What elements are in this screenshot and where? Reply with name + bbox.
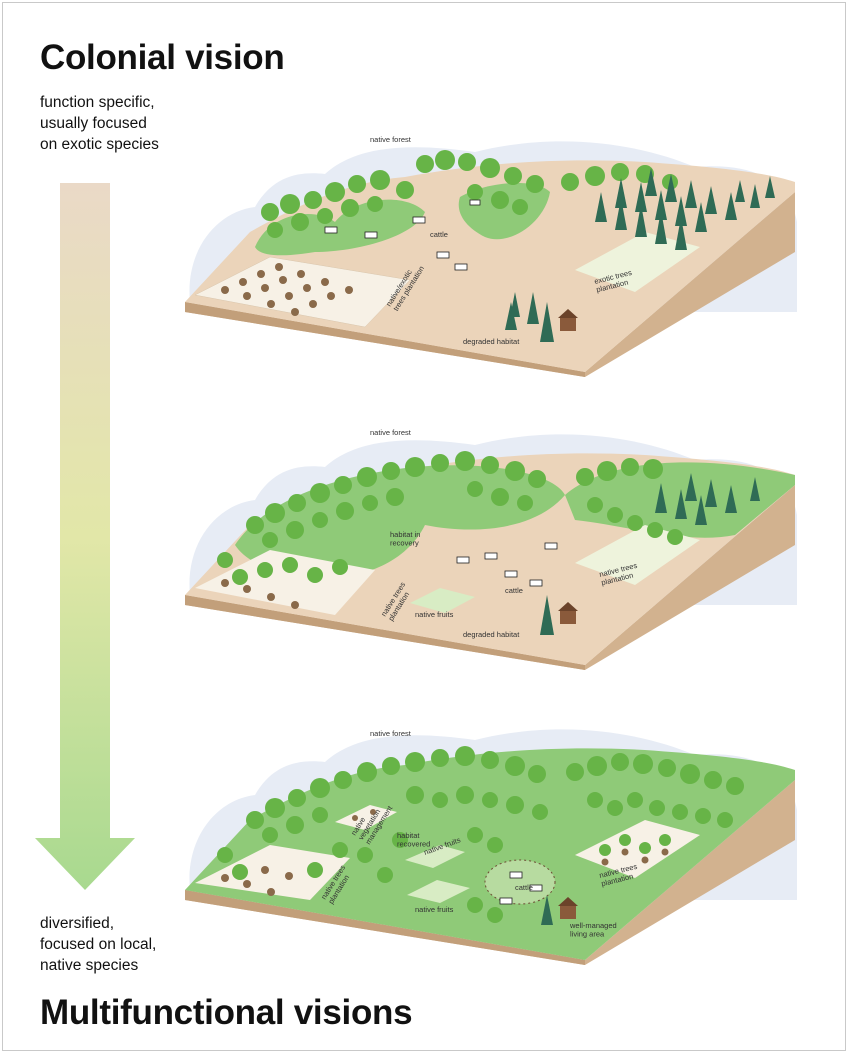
description-line: function specific, (40, 94, 155, 111)
panel-colonial-landscape: native forest cattle native/exotictrees … (185, 135, 797, 377)
label-cattle: cattle (505, 586, 523, 595)
label-native-forest: native forest (370, 135, 412, 144)
label-degraded-habitat: degraded habitat (463, 337, 520, 346)
colonial-vision-title: Colonial vision (40, 38, 285, 77)
label-native-forest: native forest (370, 729, 412, 738)
description-line: diversified, (40, 915, 115, 932)
label-native-forest: native forest (370, 428, 412, 437)
label-cattle: cattle (515, 883, 533, 892)
description-line: native species (40, 957, 139, 974)
gradient-arrow (35, 183, 135, 890)
label-native-fruits: native fruits (415, 610, 454, 619)
colonial-vision-description: function specific, usually focused on ex… (40, 92, 159, 155)
label-degraded-habitat: degraded habitat (463, 630, 520, 639)
multifunctional-visions-title: Multifunctional visions (40, 993, 413, 1032)
label-native-fruits: native fruits (415, 905, 454, 914)
label-cattle: cattle (430, 230, 448, 239)
description-line: focused on local, (40, 936, 157, 953)
multifunctional-description: diversified, focused on local, native sp… (40, 913, 156, 976)
description-line: on exotic species (40, 136, 159, 153)
panel-multifunctional-landscape: native forest nativevegetationmanagement… (185, 729, 797, 965)
description-line: usually focused (40, 115, 147, 132)
